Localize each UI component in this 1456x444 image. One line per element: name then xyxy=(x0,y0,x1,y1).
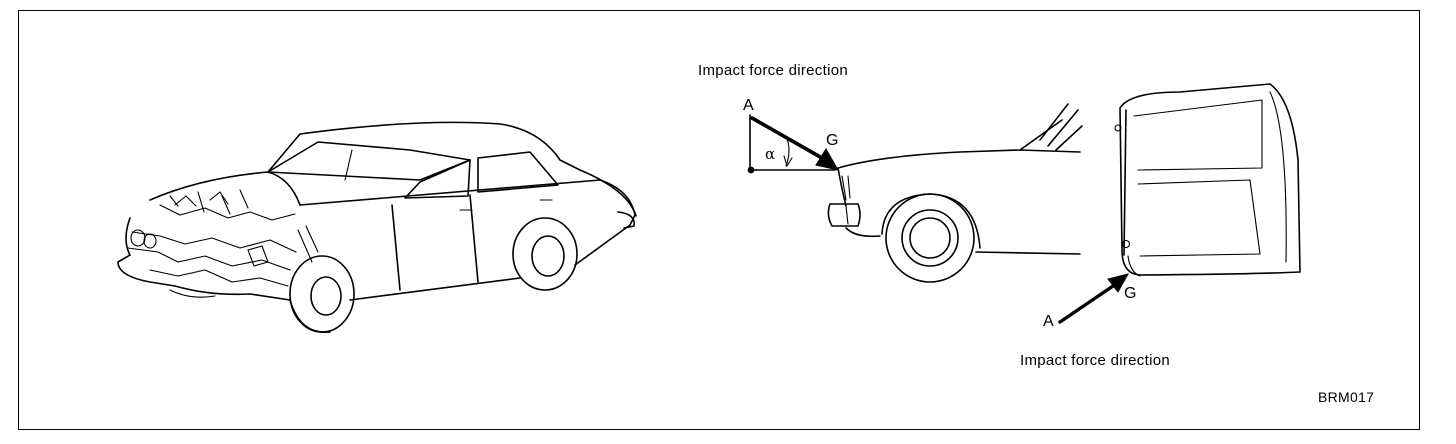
point-a-bottom-label: A xyxy=(1043,313,1054,330)
car-front-side-view xyxy=(827,103,1083,283)
impact-angle-diagram xyxy=(747,114,839,174)
alpha-angle-label: α xyxy=(765,145,776,163)
impact-direction-label-top: Impact force direction xyxy=(698,62,848,79)
damaged-car-illustration xyxy=(117,121,637,333)
point-a-top-label: A xyxy=(743,97,754,114)
figure-frame xyxy=(18,10,1420,430)
point-g-top-label: G xyxy=(826,132,839,149)
car-front-view xyxy=(1058,83,1301,324)
impact-direction-label-bottom: Impact force direction xyxy=(1020,352,1170,369)
point-g-bottom-label: G xyxy=(1124,285,1137,302)
figure-code: BRM017 xyxy=(1318,389,1375,405)
